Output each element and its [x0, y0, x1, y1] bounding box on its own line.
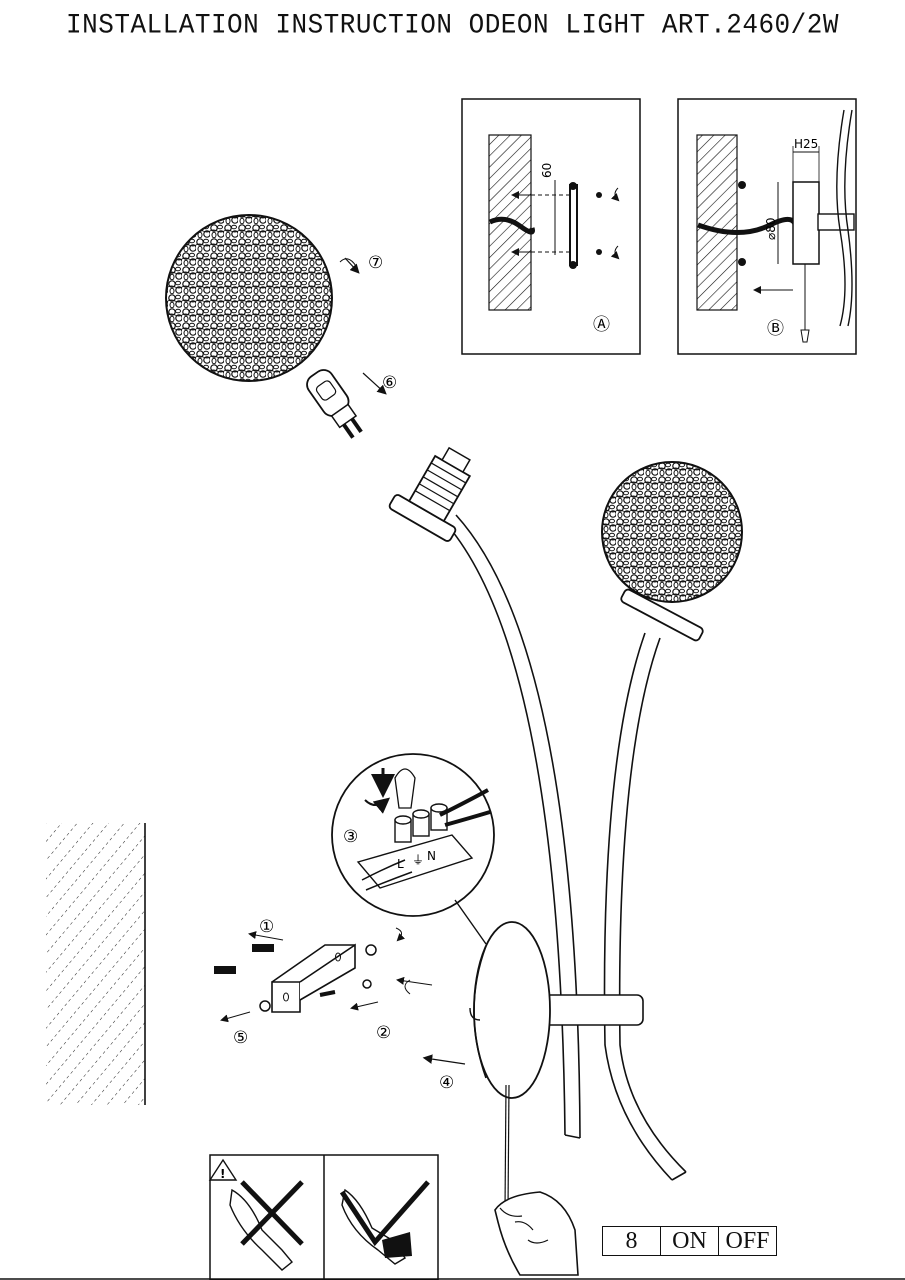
dimension-h25: H25	[794, 137, 818, 151]
page-title: INSTALLATION INSTRUCTION ODEON LIGHT ART…	[66, 9, 839, 41]
step-2-label: ②	[376, 1023, 391, 1043]
wall-plug-icon	[252, 944, 274, 952]
screw-icon	[365, 944, 377, 956]
wall-hatch	[46, 823, 146, 1105]
panel-b-label: Ⓑ	[767, 319, 784, 339]
wiring-detail: L ⏚ N ③	[331, 753, 495, 945]
wall-plate	[792, 181, 820, 265]
step-7-label: ⑦	[368, 253, 383, 273]
lamp-fixture	[388, 446, 743, 1276]
screw-icon	[596, 249, 602, 255]
panel-b: H25 ⌀80 Ⓑ	[677, 98, 857, 355]
pull-cord	[504, 1084, 507, 1211]
bracket-assembly: ① ② ⑤	[214, 917, 433, 1048]
screw-icon	[259, 1000, 271, 1012]
loose-shade: ⑦	[165, 214, 383, 382]
bulb	[306, 369, 363, 439]
lamp-socket	[388, 446, 472, 542]
hand-bulb-icon	[229, 1188, 293, 1271]
dimension-d80: ⌀80	[764, 218, 778, 241]
warning-symbol: !	[220, 1167, 225, 1181]
switch-count: 8	[603, 1227, 661, 1255]
mains-cable	[488, 216, 535, 235]
step-3-label: ③	[343, 827, 358, 847]
dimension-60: 60	[540, 163, 554, 178]
terminal-block	[356, 834, 474, 889]
step-4-label: ④	[439, 1073, 454, 1093]
mesh-globe-shade	[601, 461, 743, 603]
mounting-bracket	[271, 981, 301, 1013]
mounting-bracket	[569, 184, 578, 266]
panel-a-label: Ⓐ	[593, 315, 610, 335]
screw-icon	[596, 192, 602, 198]
terminal-l-label: L	[397, 857, 404, 871]
screw-icon	[362, 979, 372, 989]
switch-on: ON	[661, 1227, 719, 1255]
warning-triangle-icon	[208, 1158, 238, 1181]
warning-panel: !	[208, 1154, 439, 1280]
wall-section	[696, 134, 738, 311]
terminal-earth-label: ⏚	[412, 853, 424, 867]
mesh-globe-shade	[165, 214, 333, 382]
screwdriver-icon	[394, 768, 416, 809]
wall-plug-icon	[214, 966, 236, 974]
panel-a: 60 Ⓐ	[461, 98, 641, 355]
step-6-label: ⑥	[382, 373, 397, 393]
switch-table: 8 ON OFF	[602, 1226, 777, 1256]
switch-off: OFF	[725, 1227, 770, 1254]
step-5-label: ⑤	[233, 1028, 248, 1048]
terminal-n-label: N	[427, 849, 436, 863]
step-1-label: ①	[259, 917, 274, 937]
hand-icon	[494, 1191, 579, 1276]
check-icon	[339, 1180, 430, 1247]
